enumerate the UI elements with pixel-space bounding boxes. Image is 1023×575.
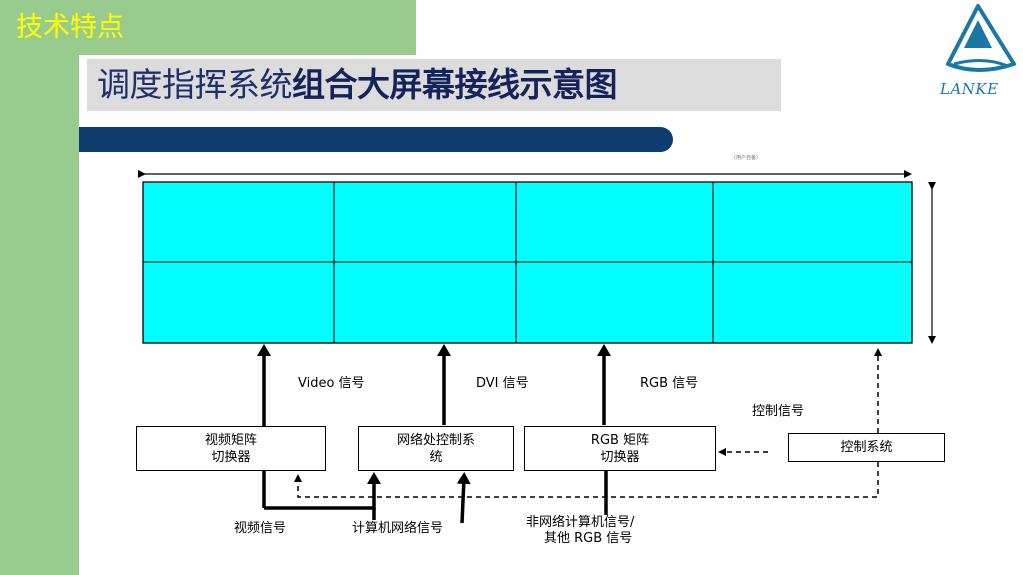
video-signal-label: Video 信号 xyxy=(298,376,365,391)
rgb-matrix-switcher-box: RGB 矩阵 切换器 xyxy=(524,426,716,471)
computer-network-input-arrow xyxy=(456,472,471,524)
dvi-signal-label: DVI 信号 xyxy=(476,376,529,391)
page-title-part1: 调度指挥系统 xyxy=(97,65,293,104)
rgb-signal-label: RGB 信号 xyxy=(640,376,699,391)
video-matrix-switcher-box: 视频矩阵 切换器 xyxy=(136,426,326,471)
triangle-logo-icon xyxy=(946,4,1016,72)
box-line: 网络处控制系 xyxy=(396,432,475,448)
box-line: 切换器 xyxy=(600,449,640,465)
box-line: RGB 矩阵 xyxy=(590,432,650,448)
video-to-network-arrow xyxy=(264,472,381,510)
network-control-system-box: 网络处控制系 统 xyxy=(358,426,514,471)
top-note: (用户自备) xyxy=(734,155,758,161)
page-title-part2: 组合大屏幕接线示意图 xyxy=(292,65,618,104)
box-line: 统 xyxy=(429,449,443,465)
non-network-input-label-1: 非网络计算机信号/ xyxy=(526,515,635,530)
title-background xyxy=(87,59,781,111)
control-system-box: 控制系统 xyxy=(788,433,945,462)
left-green-sidebar xyxy=(0,0,79,575)
box-line: 切换器 xyxy=(211,449,251,465)
logo-text: LANKE xyxy=(940,80,999,98)
box-line: 控制系统 xyxy=(840,440,893,455)
video-input-label: 视频信号 xyxy=(234,521,287,536)
page-title: 调度指挥系统组合大屏幕接线示意图 xyxy=(97,65,618,105)
title-underline-bar xyxy=(79,127,673,152)
non-network-input-label-2: 其他 RGB 信号 xyxy=(544,531,633,546)
box-line: 视频矩阵 xyxy=(204,432,257,448)
video-wall xyxy=(142,181,913,344)
control-signal-label: 控制信号 xyxy=(752,404,805,419)
control-loop-dashed-line xyxy=(294,462,879,498)
computer-network-input-label: 计算机网络信号 xyxy=(352,521,444,536)
section-title: 技术特点 xyxy=(16,12,124,43)
